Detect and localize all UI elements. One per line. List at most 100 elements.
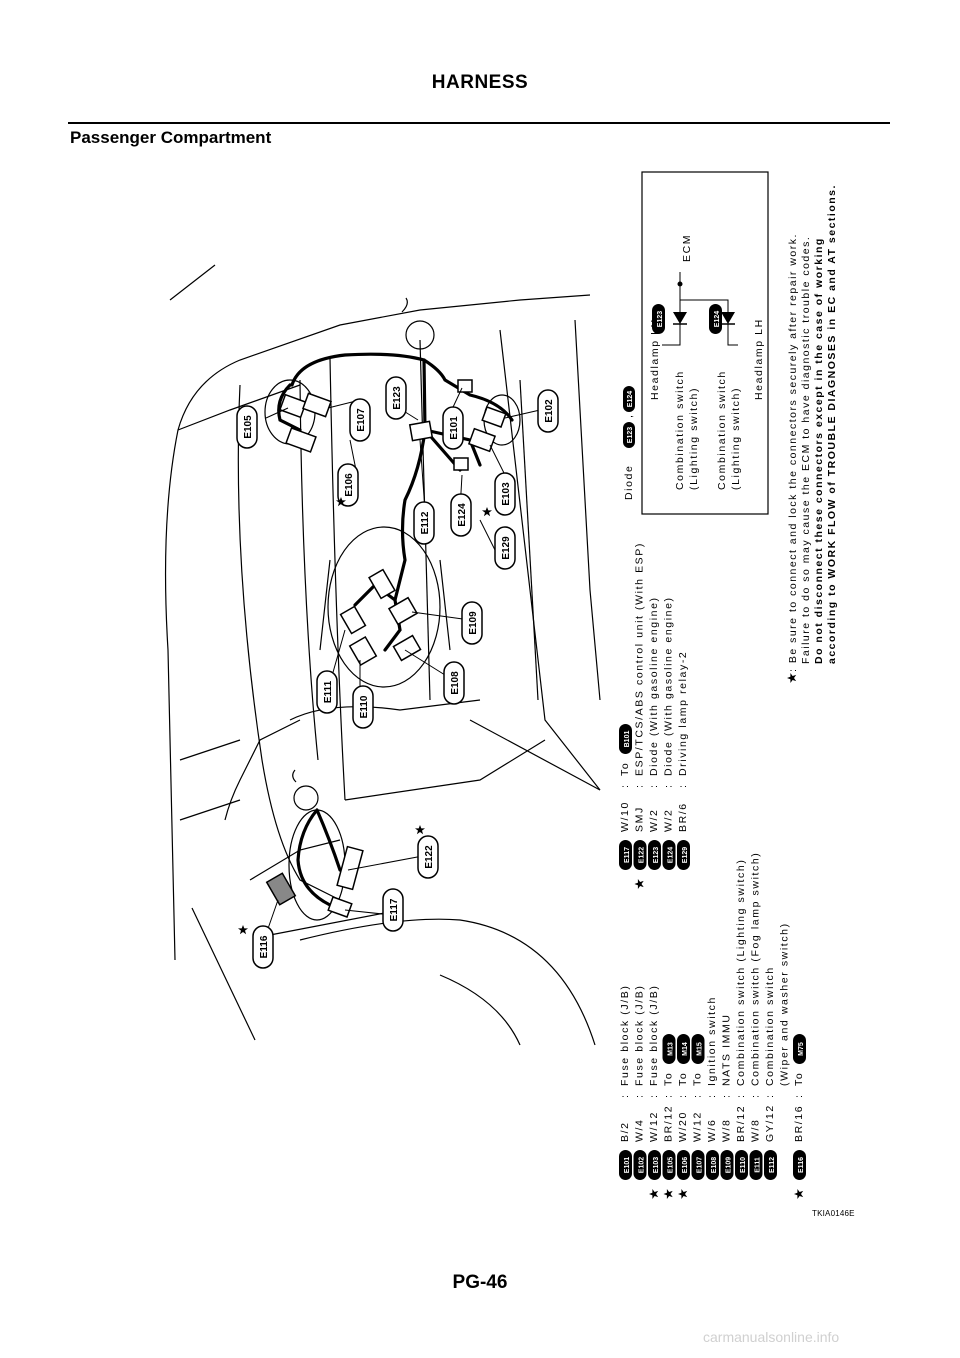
svg-text:E123: E123 bbox=[657, 311, 664, 327]
svg-text:E106: E106 bbox=[344, 473, 355, 497]
svg-text:E123: E123 bbox=[653, 847, 660, 863]
svg-text:E124: E124 bbox=[627, 391, 634, 407]
connector-description: Fuse block (J/B) bbox=[619, 985, 631, 1086]
wire-spec: SMJ bbox=[634, 806, 646, 832]
svg-text:: Be sure to connect and lock: : Be sure to connect and lock the connec… bbox=[787, 233, 799, 672]
svg-text:E103: E103 bbox=[653, 1157, 660, 1173]
svg-text:E117: E117 bbox=[389, 898, 400, 921]
svg-text:E123: E123 bbox=[392, 386, 403, 410]
svg-text:(Lighting switch): (Lighting switch) bbox=[688, 387, 700, 490]
wire-spec: BR/16 bbox=[793, 1105, 805, 1142]
diagram-badge-e117: E117 bbox=[382, 888, 404, 932]
to-connector-badge: B101 bbox=[619, 724, 632, 754]
diagram-badge-e105: E105 bbox=[236, 405, 258, 449]
svg-text:E106: E106 bbox=[682, 1157, 689, 1173]
diagram-badge-e110: E110 bbox=[352, 685, 374, 729]
connector-description: Combination switch (Lighting switch) bbox=[735, 859, 747, 1086]
connector-description: To bbox=[663, 1072, 675, 1086]
to-connector-badge: M75 bbox=[793, 1034, 806, 1064]
svg-text:M15: M15 bbox=[697, 1042, 704, 1056]
page-number: PG-46 bbox=[452, 1272, 508, 1293]
connector-badge: E105 bbox=[662, 1150, 676, 1180]
separator: : bbox=[619, 1093, 631, 1098]
connector-badge: E111 bbox=[749, 1150, 763, 1180]
separator: : bbox=[634, 1093, 646, 1098]
to-connector-badge: M13 bbox=[662, 1034, 676, 1064]
separator: : bbox=[692, 1093, 704, 1098]
svg-text:E105: E105 bbox=[668, 1157, 675, 1173]
separator: : bbox=[750, 1093, 762, 1098]
svg-text:Failure to do so may cause the: Failure to do so may cause the ECM to ha… bbox=[800, 236, 812, 664]
svg-text:E124: E124 bbox=[668, 847, 675, 863]
wire-spec: BR/6 bbox=[677, 802, 689, 832]
star-icon bbox=[663, 1189, 673, 1199]
wire-spec: W/4 bbox=[634, 1119, 646, 1142]
wire-spec: W/8 bbox=[750, 1119, 762, 1142]
svg-text:E112: E112 bbox=[769, 1157, 776, 1173]
wire-spec: GY/12 bbox=[764, 1104, 776, 1142]
diagram-badge-e102: E102 bbox=[537, 389, 559, 433]
connector-badge: E112 bbox=[764, 1150, 777, 1180]
svg-text:E116: E116 bbox=[798, 1157, 805, 1173]
diagram-badge-e106: E106 bbox=[337, 463, 359, 507]
diagram-badge-e107: E107 bbox=[349, 398, 371, 442]
svg-text:,: , bbox=[623, 413, 635, 418]
svg-text:E108: E108 bbox=[450, 671, 461, 695]
wire-spec: W/12 bbox=[648, 1111, 660, 1142]
diagram-badge-e112: E112 bbox=[413, 501, 435, 545]
connector-description-continued: (Wiper and washer switch) bbox=[779, 922, 791, 1086]
connector-description: NATS IMMU bbox=[721, 1013, 733, 1086]
diagram-badge-e108: E108 bbox=[443, 661, 465, 705]
svg-text:E111: E111 bbox=[323, 680, 334, 703]
svg-text:ECM: ECM bbox=[681, 234, 693, 262]
to-connector-badge: M15 bbox=[691, 1034, 705, 1064]
diode-schematic: Diode E123 , E124 Headlamp LH Combinatio… bbox=[623, 171, 769, 515]
connector-badge: E107 bbox=[691, 1150, 705, 1180]
svg-text:E110: E110 bbox=[359, 695, 370, 718]
svg-text:E105: E105 bbox=[243, 415, 254, 439]
diagram-badge-e129: E129 bbox=[494, 526, 516, 570]
diagram-badge-e124: E124 bbox=[450, 493, 472, 537]
connector-badge: E123 bbox=[648, 840, 661, 870]
connector-badge: E102 bbox=[633, 1150, 647, 1180]
connector-description: Ignition switch bbox=[706, 996, 718, 1086]
diagram-badge-e122: E122 bbox=[417, 835, 439, 879]
section-title: Passenger Compartment bbox=[70, 128, 272, 147]
svg-text:E116: E116 bbox=[259, 935, 270, 958]
diagram-badge-e123: E123 bbox=[385, 376, 407, 420]
connector-badge: E103 bbox=[648, 1150, 661, 1180]
diagram-badge-e103: E103 bbox=[494, 472, 516, 516]
connector-description: Fuse block (J/B) bbox=[648, 985, 660, 1086]
star-icon bbox=[678, 1189, 688, 1199]
separator: : bbox=[677, 1093, 689, 1098]
diagram-badge-e116: E116 bbox=[252, 925, 274, 969]
wire-spec: BR/12 bbox=[663, 1105, 675, 1142]
diagram-badge-e101: E101 bbox=[442, 406, 464, 450]
svg-text:Headlamp LH: Headlamp LH bbox=[753, 318, 765, 400]
schematic-caption-prefix: Diode bbox=[623, 465, 635, 500]
separator: : bbox=[677, 783, 689, 788]
connector-badge: E106 bbox=[677, 1150, 690, 1180]
connector-description: To bbox=[619, 762, 631, 776]
svg-text:Do not disconnect these connec: Do not disconnect these connectors excep… bbox=[813, 237, 825, 664]
wire-spec: W/2 bbox=[663, 809, 675, 832]
connectors bbox=[265, 379, 507, 918]
wire-spec: W/12 bbox=[692, 1111, 704, 1142]
connector-badge: E108 bbox=[706, 1150, 719, 1180]
svg-text:E110: E110 bbox=[740, 1157, 747, 1173]
svg-text:E123: E123 bbox=[627, 427, 634, 443]
leader-lines bbox=[263, 387, 541, 941]
watermark: carmanualsonline.info bbox=[703, 1329, 840, 1345]
connector-badge: E101 bbox=[619, 1150, 632, 1180]
